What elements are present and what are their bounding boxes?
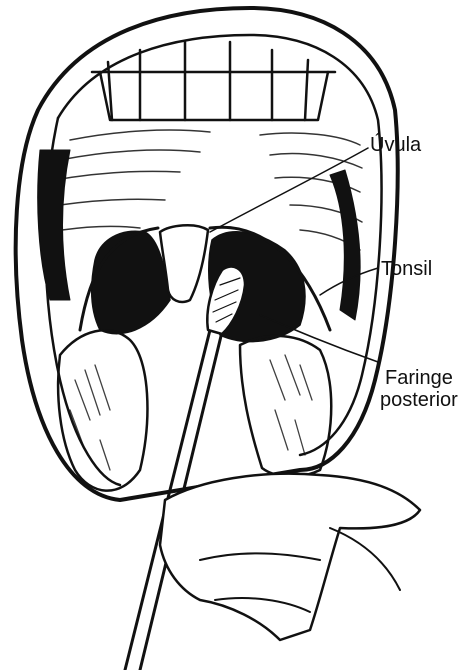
throat-cavity-left: [92, 231, 170, 334]
posterior-pharynx-label: Faringe posterior: [380, 367, 458, 411]
leader-line-pharynx: [260, 315, 378, 362]
uvula-label: Úvula: [370, 134, 421, 156]
hand: [160, 474, 420, 640]
palate-shading-left: [38, 150, 70, 300]
palate-shading-right: [330, 170, 360, 320]
upper-teeth: [92, 42, 335, 120]
posterior-pharynx-label-line2: posterior: [380, 389, 458, 411]
uvula: [160, 225, 208, 302]
tonsil-label: Tonsil: [381, 258, 432, 280]
posterior-pharynx-label-line1: Faringe: [380, 367, 458, 389]
tongue-left: [58, 330, 147, 490]
